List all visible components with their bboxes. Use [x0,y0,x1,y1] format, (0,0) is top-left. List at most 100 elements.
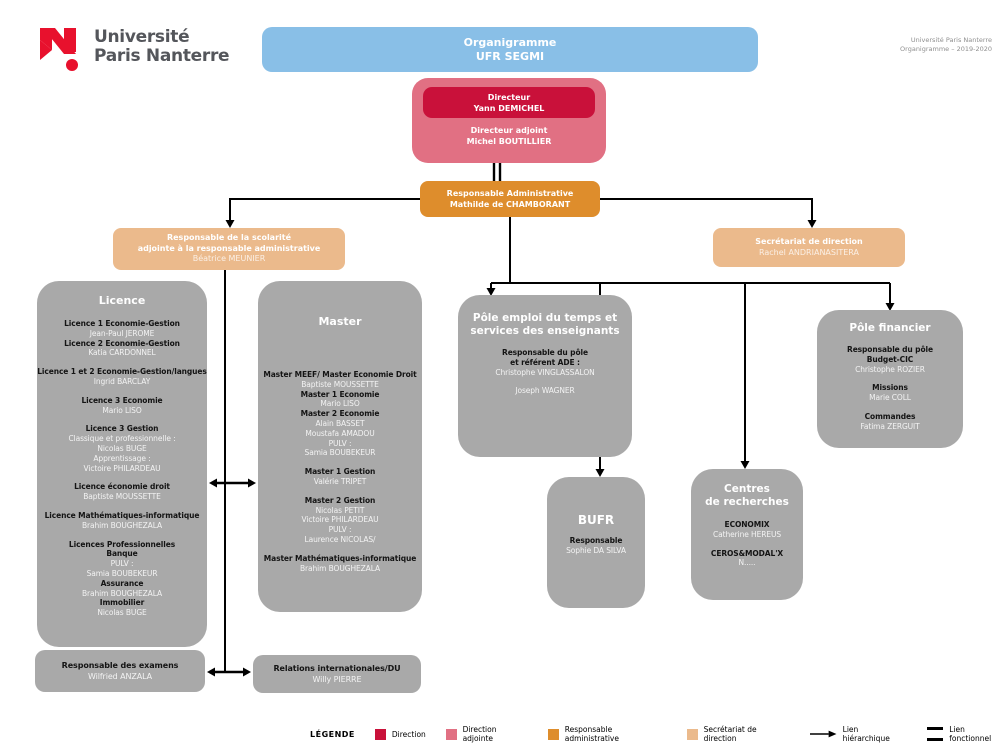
org-line: Licences Professionnelles [68,539,176,549]
relations-entries: Relations internationales/DU Willy PIERRE [273,663,400,685]
org-line: Master 2 Economie [300,409,380,419]
org-line: Samia BOUBEKEUR [304,448,376,458]
org-line: Relations internationales/DU [273,664,401,673]
org-line: Budget-CIC [866,354,914,364]
org-line: Licence 1 et 2 Economie-Gestion/langues [37,367,207,377]
centres-title-line1: Centres [724,483,770,495]
org-line: Licence 1 Economie-Gestion [64,319,180,328]
admin-name: Mathilde de CHAMBORANT [449,200,571,209]
legend-label: LÉGENDE [310,729,355,739]
relations-box: Relations internationales/DU Willy PIERRE [253,655,421,693]
university-logo: Université Paris Nanterre [34,20,230,74]
org-line: Master 2 Gestion [304,495,376,505]
logo-text-line1: Université [94,27,190,47]
pole-emploi-title-line2: services des enseignants [470,325,620,337]
org-line: Nicolas BUGE [97,443,147,453]
org-line: Wilfried ANZALA [87,672,153,681]
director-name: Yann DEMICHEL [473,103,545,113]
org-line: N..... [738,558,756,568]
org-line: Licence 3 Economie [81,395,163,405]
org-line: Licence Mathématiques-informatique [44,510,200,520]
secretariat-name: Rachel ANDRIANASITERA [759,247,859,257]
direction-box: Directeur Yann DEMICHEL [423,87,595,118]
corner-note-line1: Université Paris Nanterre [910,36,992,44]
secretariat-box: Secrétariat de direction Rachel ANDRIANA… [713,228,905,267]
legend: LÉGENDE Direction Direction adjointe Res… [310,725,1008,743]
org-line: Marie COLL [869,393,911,403]
org-line: Mario LISO [102,405,142,415]
org-line: Joseph WAGNER [515,386,575,396]
org-line: Ingrid BARCLAY [93,376,151,386]
org-line: Baptiste MOUSSETTE [301,379,379,389]
org-line: PULV : [328,525,352,535]
org-line: Christophe VINGLASSALON [495,367,595,377]
licence-title: Licence [98,294,146,307]
org-line: Commandes [864,411,916,421]
deputy-director-name: Michel BOUTILLIER [466,137,552,146]
pole-emploi-box: Pôle emploi du temps et services des ens… [458,295,632,457]
org-line: Responsable du pôle [847,345,933,354]
scolarite-name: Béatrice MEUNIER [192,254,266,264]
org-line: Victoire PHILARDEAU [301,515,379,525]
org-line: Victoire PHILARDEAU [83,463,161,473]
admin-role: Responsable Administrative [446,189,574,198]
org-line: Master 1 Gestion [304,467,376,477]
org-line: Banque [106,549,138,559]
org-line: Apprentissage : [93,453,151,463]
corner-note: Université Paris Nanterre Organigramme –… [792,36,992,54]
org-line: Katia CARDONNEL [88,348,156,358]
org-line: Brahim BOUGHEZALA [82,588,162,598]
chart-title-line1: Organigramme [463,35,557,49]
org-line: Master MEEF/ Master Economie Droit [263,370,417,379]
admin-box: Responsable Administrative Mathilde de C… [420,181,600,217]
corner-note-line2: Organigramme – 2019-2020 [900,45,992,53]
deputy-director-role: Directeur adjoint [470,126,548,135]
org-line: Master Mathématiques-informatique [263,553,417,563]
org-line: Alain BASSET [315,418,365,428]
centres-title-line2: de recherches [705,496,789,508]
org-line: Baptiste MOUSSETTE [83,492,161,502]
org-line: Licence 2 Economie-Gestion [64,338,180,348]
legend-item-secretariat: Secrétariat de direction [686,725,790,743]
scolarite-role-line2: adjointe à la responsable administrative [137,243,321,253]
master-title: Master [318,315,362,328]
responsable-administrative-color-swatch [547,728,559,740]
org-line: Brahim BOUGHEZALA [82,520,162,530]
director-role: Directeur [487,92,531,102]
direction-adjointe-box: Directeur Yann DEMICHEL Directeur adjoin… [412,78,606,163]
org-line: PULV : [110,559,134,569]
secretariat-color-swatch [686,728,698,740]
direction-adjointe-color-swatch [445,728,457,740]
org-line: Immobilier [99,598,145,608]
functional-link-icon [926,727,944,741]
legend-item-responsable-administrative: Responsable administrative [547,725,667,743]
org-line: Willy PIERRE [312,675,362,684]
legend-item-direction-adjointe: Direction adjointe [445,725,528,743]
logo-text-line2: Paris Nanterre [94,46,230,66]
legend-item-lien-hierarchique: Lien hiérarchique [810,725,906,743]
org-line: ECONOMIX [724,520,770,529]
org-line: Responsable des examens [61,661,179,670]
org-line: Nicolas BUGE [97,608,147,618]
secretariat-role: Secrétariat de direction [755,237,863,246]
logo-mark-icon [40,28,78,71]
org-line: PULV : [328,438,352,448]
functional-link-direction-admin [492,163,502,181]
org-line: Licence 3 Gestion [85,424,159,434]
org-line: Samia BOUBEKEUR [86,568,158,578]
legend-item-direction: Direction [374,728,426,740]
scolarite-box: Responsable de la scolarité adjointe à l… [113,228,345,270]
pole-emploi-title-line1: Pôle emploi du temps et [472,312,618,324]
org-line: Jean-Paul JEROME [89,328,155,338]
org-line: Nicolas PETIT [315,505,365,515]
org-line: CEROS&MODAL'X [710,548,784,558]
